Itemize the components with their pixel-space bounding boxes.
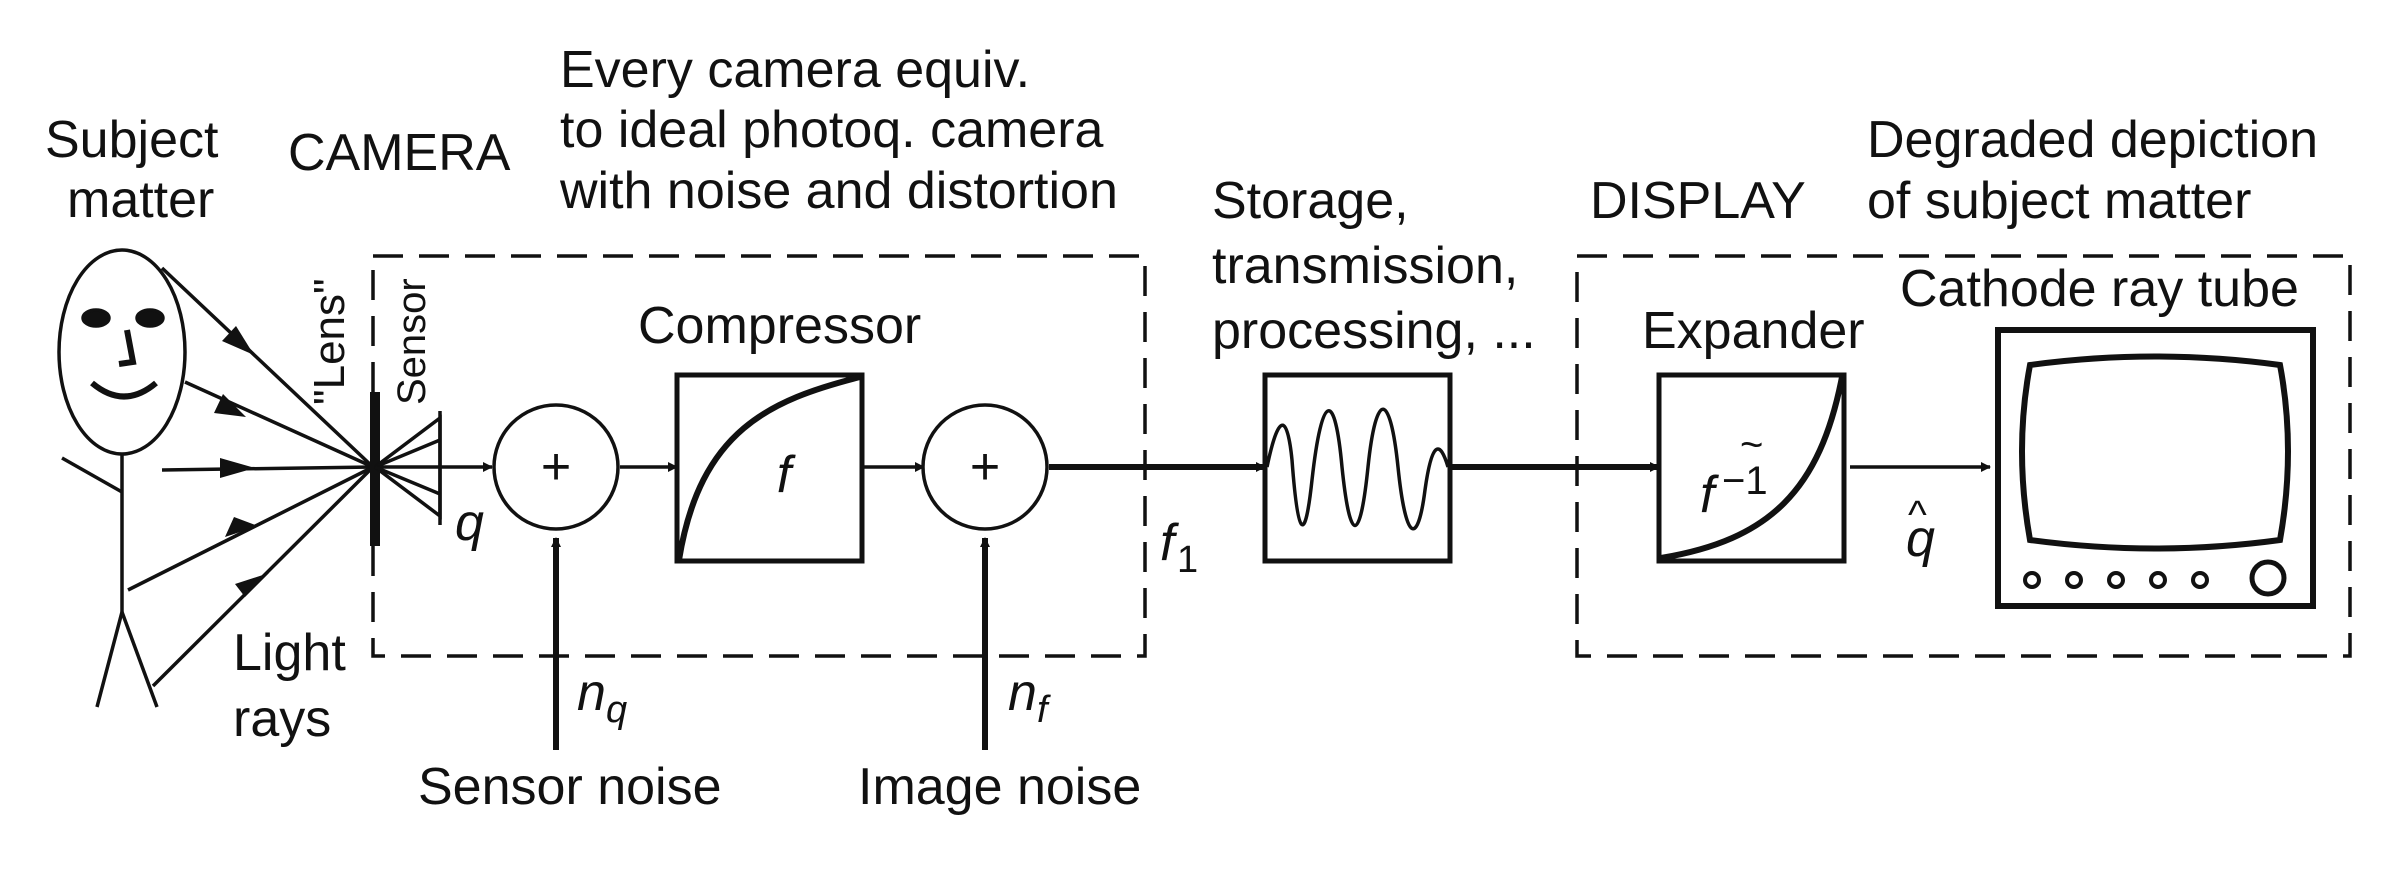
storage-label-line2: transmission, xyxy=(1212,237,1518,295)
nq-symbol: n xyxy=(577,664,606,722)
qhat-hat: ^ xyxy=(1908,493,1927,537)
subject-matter-label-line1: Subject xyxy=(45,111,219,169)
display-dashed-box xyxy=(1575,254,2352,658)
lens-label: "Lens" xyxy=(305,278,354,405)
camera-label: CAMERA xyxy=(288,124,511,182)
storage-label-line3: processing, ... xyxy=(1212,302,1536,360)
sensor-label: Sensor xyxy=(390,278,434,405)
expander-inverse-superscript: −1 xyxy=(1722,459,1768,503)
crt-monitor-icon xyxy=(1995,327,2316,609)
sensor-icon xyxy=(373,411,442,525)
crt-label: Cathode ray tube xyxy=(1900,260,2299,318)
expander-label: Expander xyxy=(1642,302,1865,360)
compressor-label: Compressor xyxy=(638,297,921,355)
expander-tilde: ~ xyxy=(1740,423,1763,467)
expander-f-symbol: f xyxy=(1700,466,1719,524)
f1-symbol: f xyxy=(1160,514,1179,572)
compressor-block xyxy=(674,372,865,564)
sensor-noise-adder xyxy=(492,403,620,531)
qhat-symbol: q xyxy=(1906,510,1935,568)
adder-plus-2: + xyxy=(970,438,1000,496)
light-rays-label-line2: rays xyxy=(233,690,331,748)
nq-subscript: q xyxy=(606,689,627,731)
nf-subscript: f xyxy=(1037,689,1051,731)
f1-subscript: 1 xyxy=(1177,539,1198,581)
equiv-label-line2: to ideal photoq. camera xyxy=(560,101,1104,159)
subject-matter-label-line2: matter xyxy=(67,171,214,229)
q-symbol: q xyxy=(455,494,484,552)
display-label: DISPLAY xyxy=(1590,172,1806,230)
equiv-label-line3: with noise and distortion xyxy=(559,162,1118,220)
channel-block xyxy=(1262,372,1453,564)
equiv-label-line1: Every camera equiv. xyxy=(560,41,1030,99)
light-rays-label-line1: Light xyxy=(233,624,346,682)
noise-arrows xyxy=(551,537,990,750)
image-noise-adder xyxy=(921,403,1049,531)
degraded-label-line1: Degraded depiction xyxy=(1867,111,2318,169)
channel-waveform xyxy=(1265,407,1450,531)
nf-symbol: n xyxy=(1008,664,1037,722)
adder-plus-1: + xyxy=(541,438,571,496)
image-noise-label: Image noise xyxy=(858,758,1141,816)
sensor-noise-label: Sensor noise xyxy=(418,758,722,816)
storage-label-line1: Storage, xyxy=(1212,172,1409,230)
light-ray-arrowheads xyxy=(214,326,269,597)
compressor-f-symbol: f xyxy=(777,446,796,504)
expander-curve xyxy=(1660,376,1845,561)
compressor-curve xyxy=(676,374,861,561)
subject-figure-icon xyxy=(57,248,187,708)
degraded-label-line2: of subject matter xyxy=(1867,172,2251,230)
